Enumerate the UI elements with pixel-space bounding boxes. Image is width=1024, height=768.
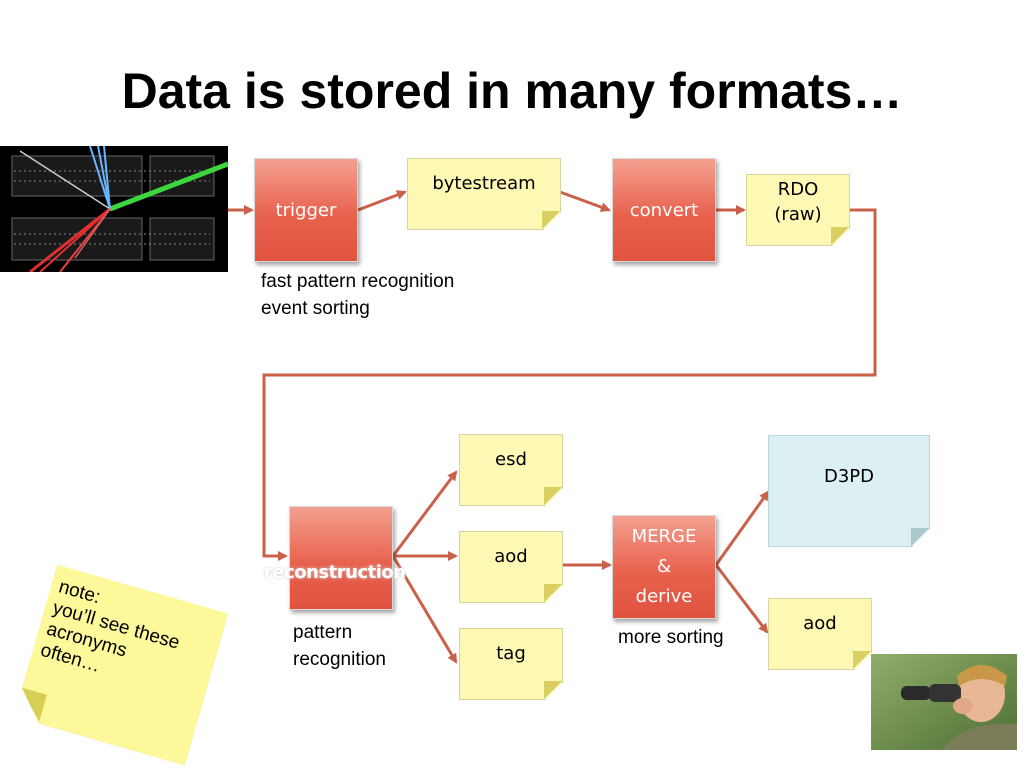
aod-label: aod <box>494 546 528 567</box>
aod-output-note: aod <box>768 598 872 670</box>
d3pd-note: D3PD <box>768 435 930 547</box>
arrow-trigger-to-bytestream <box>357 190 407 212</box>
aod-output-label: aod <box>803 613 837 634</box>
merge-caption: more sorting <box>618 624 724 651</box>
trigger-caption: fast pattern recognition event sorting <box>261 268 454 322</box>
recon-caption-line1: pattern <box>293 622 353 643</box>
merge-caption-text: more sorting <box>618 627 724 648</box>
arrow-rdo-to-reconstruction <box>262 208 877 561</box>
esd-note: esd <box>459 434 563 506</box>
merge-label-line3: derive <box>635 586 693 607</box>
arrow-recon-to-esd <box>391 470 458 557</box>
arrow-bytestream-to-convert <box>559 190 611 212</box>
recon-caption-line2: recognition <box>293 649 386 670</box>
slide-title: Data is stored in many formats… <box>121 63 903 119</box>
rdo-note: RDO (raw) <box>746 174 850 246</box>
trigger-caption-line2: event sorting <box>261 298 370 319</box>
trigger-box: trigger <box>254 158 358 262</box>
arrow-merge-to-aod <box>714 564 769 634</box>
tag-label: tag <box>496 643 526 664</box>
rdo-label-line1: RDO <box>777 179 819 200</box>
particle-event-display-image <box>0 146 228 272</box>
d3pd-label: D3PD <box>823 466 875 487</box>
rdo-label-line2: (raw) <box>774 204 822 225</box>
arrow-recon-to-tag <box>391 555 458 664</box>
merge-label-line2: & <box>656 556 672 577</box>
bytestream-label: bytestream <box>432 173 536 194</box>
boy-with-binoculars-photo <box>871 654 1017 750</box>
merge-label-line1: MERGE <box>631 526 697 547</box>
reconstruction-box <box>289 506 393 610</box>
reconstruction-label: reconstruction <box>264 562 406 583</box>
trigger-caption-line1: fast pattern recognition <box>261 271 455 292</box>
trigger-label: trigger <box>275 199 337 221</box>
bytestream-note: bytestream <box>407 158 561 230</box>
reconstruction-caption: pattern recognition <box>293 619 386 673</box>
convert-label: convert <box>629 199 699 221</box>
aod-note: aod <box>459 531 563 603</box>
tag-note: tag <box>459 628 563 700</box>
merge-derive-box: MERGE & derive <box>612 515 716 619</box>
esd-label: esd <box>495 449 527 470</box>
arrow-merge-to-d3pd <box>714 490 770 566</box>
convert-box: convert <box>612 158 716 262</box>
